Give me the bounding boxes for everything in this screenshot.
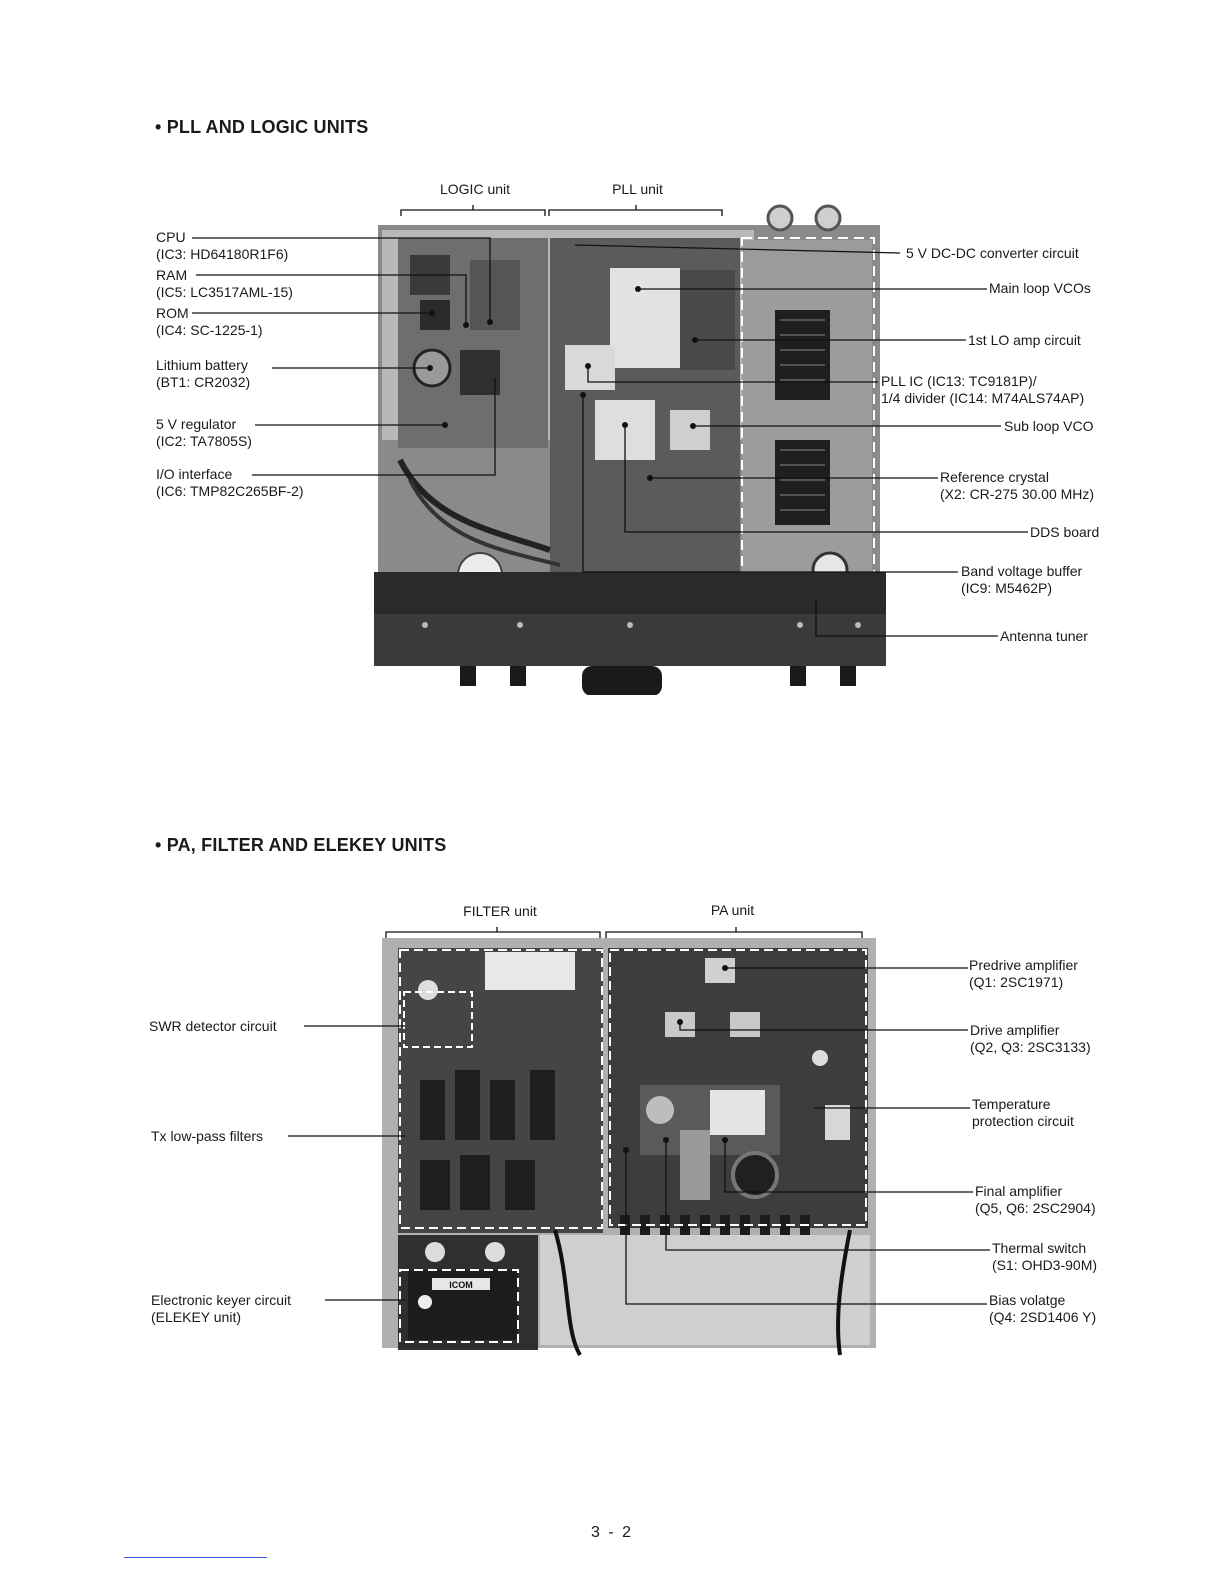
callout-title: Band voltage buffer bbox=[961, 563, 1083, 579]
callout-predrive-amplifier: Predrive amplifier (Q1: 2SC1971) bbox=[969, 957, 1078, 991]
callout-detail: 1/4 divider (IC14: M74ALS74AP) bbox=[881, 390, 1085, 406]
callout-detail: (Q1: 2SC1971) bbox=[969, 974, 1064, 990]
callout-detail: protection circuit bbox=[972, 1113, 1074, 1129]
icom-board-logo: ICOM bbox=[449, 1280, 473, 1290]
callout-detail: (IC2: TA7805S) bbox=[156, 433, 252, 449]
callout-detail: (X2: CR-275 30.00 MHz) bbox=[940, 486, 1095, 502]
callout-title: CPU bbox=[156, 229, 186, 245]
callout-tx-low-pass-filters: Tx low-pass filters bbox=[151, 1128, 263, 1145]
callout-title: 5 V DC-DC converter circuit bbox=[906, 245, 1079, 261]
callout-sub-loop-vco: Sub loop VCO bbox=[1004, 418, 1094, 435]
callout-title: Tx low-pass filters bbox=[151, 1128, 264, 1144]
callout-reference-crystal: Reference crystal (X2: CR-275 30.00 MHz) bbox=[940, 469, 1094, 503]
callout-title: ROM bbox=[156, 305, 189, 321]
callout-io-interface: I/O interface (IC6: TMP82C265BF-2) bbox=[156, 466, 304, 500]
callout-title: Final amplifier bbox=[975, 1183, 1063, 1199]
callout-ram: RAM (IC5: LC3517AML-15) bbox=[156, 267, 293, 301]
callout-main-loop-vcos: Main loop VCOs bbox=[989, 280, 1091, 297]
callout-dds-board: DDS board bbox=[1030, 524, 1099, 541]
callout-final-amplifier: Final amplifier (Q5, Q6: 2SC2904) bbox=[975, 1183, 1096, 1217]
callout-title: Drive amplifier bbox=[970, 1022, 1060, 1038]
callout-detail: (BT1: CR2032) bbox=[156, 374, 251, 390]
callout-dc-dc-converter: 5 V DC-DC converter circuit bbox=[906, 245, 1079, 262]
pll-logic-photo bbox=[374, 204, 886, 695]
callout-drive-amplifier: Drive amplifier (Q2, Q3: 2SC3133) bbox=[970, 1022, 1091, 1056]
callout-band-voltage-buffer: Band voltage buffer (IC9: M5462P) bbox=[961, 563, 1082, 597]
callout-cpu: CPU (IC3: HD64180R1F6) bbox=[156, 229, 288, 263]
unit-label-pa: PA unit bbox=[710, 902, 755, 918]
callout-title: Sub loop VCO bbox=[1004, 418, 1094, 434]
callout-title: Predrive amplifier bbox=[969, 957, 1078, 973]
callout-title: 1st LO amp circuit bbox=[968, 332, 1081, 348]
callout-detail: (IC4: SC-1225-1) bbox=[156, 322, 263, 338]
unit-label-logic: LOGIC unit bbox=[439, 181, 511, 197]
unit-label-filter: FILTER unit bbox=[463, 903, 537, 919]
callout-detail: (IC3: HD64180R1F6) bbox=[156, 246, 289, 262]
callout-antenna-tuner: Antenna tuner bbox=[1000, 628, 1088, 645]
callout-title: Electronic keyer circuit bbox=[151, 1292, 292, 1308]
callout-5v-regulator: 5 V regulator (IC2: TA7805S) bbox=[156, 416, 252, 450]
callout-detail: (Q5, Q6: 2SC2904) bbox=[975, 1200, 1096, 1216]
callout-detail: (IC5: LC3517AML-15) bbox=[156, 284, 293, 300]
section-heading-pa-filter-elekey: • PA, FILTER AND ELEKEY UNITS bbox=[155, 835, 447, 855]
callout-detail: (IC6: TMP82C265BF-2) bbox=[156, 483, 304, 499]
callout-detail: (S1: OHD3-90M) bbox=[992, 1257, 1098, 1273]
callout-rom: ROM (IC4: SC-1225-1) bbox=[156, 305, 263, 339]
callout-title: PLL IC (IC13: TC9181P)/ bbox=[881, 373, 1037, 389]
callout-title: 5 V regulator bbox=[156, 416, 237, 432]
callout-title: Bias volatge bbox=[989, 1292, 1066, 1308]
callout-1st-lo-amp: 1st LO amp circuit bbox=[968, 332, 1081, 349]
section-heading-pll-logic: • PLL AND LOGIC UNITS bbox=[155, 117, 369, 137]
callout-title: Thermal switch bbox=[992, 1240, 1087, 1256]
callout-title: DDS board bbox=[1030, 524, 1100, 540]
callout-title: Temperature bbox=[972, 1096, 1051, 1112]
callout-title: Main loop VCOs bbox=[989, 280, 1091, 296]
callout-detail: (Q2, Q3: 2SC3133) bbox=[970, 1039, 1091, 1055]
page-number: 3 - 2 bbox=[590, 1524, 634, 1541]
callout-pll-ic: PLL IC (IC13: TC9181P)/ 1/4 divider (IC1… bbox=[881, 373, 1084, 407]
callout-detail: (Q4: 2SD1406 Y) bbox=[989, 1309, 1097, 1325]
callout-thermal-switch: Thermal switch (S1: OHD3-90M) bbox=[992, 1240, 1097, 1274]
callout-detail: (ELEKEY unit) bbox=[151, 1309, 242, 1325]
callout-title: Reference crystal bbox=[940, 469, 1049, 485]
callout-title: I/O interface bbox=[156, 466, 233, 482]
unit-label-pll: PLL unit bbox=[612, 181, 663, 197]
callout-temperature-protection: Temperature protection circuit bbox=[972, 1096, 1074, 1130]
callout-bias-voltage: Bias volatge (Q4: 2SD1406 Y) bbox=[989, 1292, 1096, 1326]
callout-title: SWR detector circuit bbox=[149, 1018, 277, 1034]
callout-swr-detector: SWR detector circuit bbox=[149, 1018, 277, 1035]
callout-electronic-keyer: Electronic keyer circuit (ELEKEY unit) bbox=[151, 1292, 291, 1326]
callout-detail: (IC9: M5462P) bbox=[961, 580, 1053, 596]
callout-lithium-battery: Lithium battery (BT1: CR2032) bbox=[156, 357, 250, 391]
footer-rule bbox=[124, 1557, 267, 1558]
callout-title: Antenna tuner bbox=[1000, 628, 1088, 644]
pa-filter-photo: ICOM bbox=[382, 938, 876, 1357]
callout-title: Lithium battery bbox=[156, 357, 248, 373]
callout-title: RAM bbox=[156, 267, 188, 283]
